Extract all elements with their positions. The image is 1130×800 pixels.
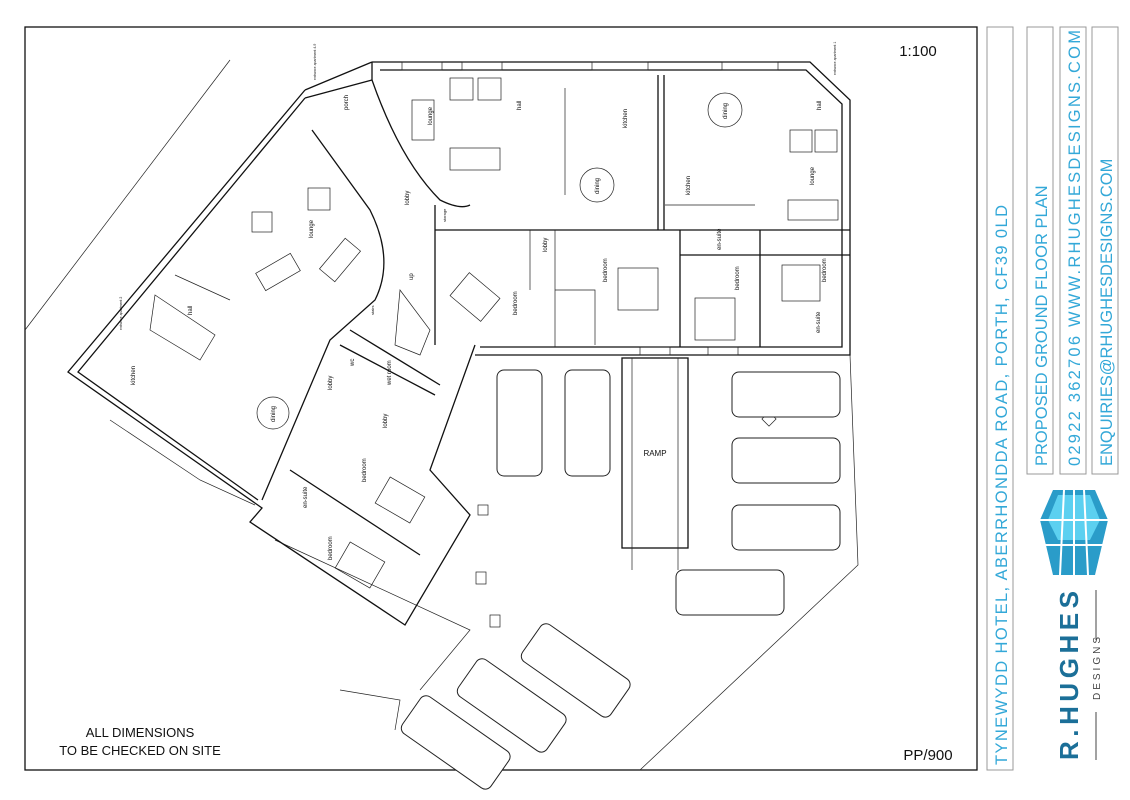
svg-text:storage: storage <box>442 208 447 222</box>
svg-text:bedroom: bedroom <box>603 258 609 282</box>
ramp-label: RAMP <box>643 449 666 458</box>
svg-text:en-suite: en-suite <box>816 311 822 333</box>
svg-text:entrance apartment 4-9: entrance apartment 4-9 <box>313 44 317 80</box>
svg-text:hall: hall <box>188 306 194 315</box>
svg-text:bedroom: bedroom <box>328 536 334 560</box>
svg-text:lobby: lobby <box>328 376 334 390</box>
svg-text:bedroom: bedroom <box>362 458 368 482</box>
svg-text:entrance apartment 1: entrance apartment 1 <box>833 42 837 75</box>
svg-text:dining: dining <box>595 178 601 194</box>
svg-text:stairs: stairs <box>370 305 375 315</box>
svg-text:lobby: lobby <box>543 238 549 252</box>
svg-text:wc: wc <box>350 359 356 367</box>
car <box>564 369 611 477</box>
ramp <box>621 357 689 549</box>
svg-text:lobby: lobby <box>405 191 411 205</box>
drawing-number: PP/900 <box>903 747 952 764</box>
svg-text:entrance apartment 2: entrance apartment 2 <box>119 297 123 330</box>
scale-label: 1:100 <box>899 43 937 60</box>
sheet-title: PROPOSED GROUND FLOOR PLAN <box>1033 185 1051 466</box>
car <box>520 623 631 718</box>
svg-text:en-suite: en-suite <box>717 228 723 250</box>
site-boundary-east <box>639 354 859 771</box>
svg-text:kitchen: kitchen <box>623 109 629 128</box>
svg-text:up: up <box>409 273 415 280</box>
svg-text:lounge: lounge <box>309 219 315 238</box>
svg-text:bedroom: bedroom <box>735 266 741 290</box>
parking-cars <box>400 369 841 790</box>
contact-phone-web: 02922 362706 WWW.RHUGHESDESIGNS.COM <box>1066 30 1084 466</box>
svg-text:lobby: lobby <box>383 414 389 428</box>
logo-subtitle: DESIGNS <box>1092 634 1103 700</box>
contact-email: ENQUIRIES@RHUGHESDESIGNS.COM <box>1098 159 1116 466</box>
svg-text:bedroom: bedroom <box>513 291 519 315</box>
svg-text:lounge: lounge <box>428 106 434 125</box>
apartment-block-west <box>67 61 501 628</box>
svg-text:lounge: lounge <box>810 166 816 185</box>
svg-text:bedroom: bedroom <box>822 258 828 282</box>
company-logo: R.HUGHES DESIGNS <box>1040 489 1108 760</box>
title-block: TYNEWYDD HOTEL, ABERRHONDDA ROAD, PORTH,… <box>986 26 1119 771</box>
svg-text:kitchen: kitchen <box>686 176 692 195</box>
site-boundary <box>24 59 231 331</box>
car <box>456 658 567 753</box>
svg-text:wet room: wet room <box>387 360 393 386</box>
car <box>400 695 511 790</box>
car <box>731 371 841 418</box>
car <box>675 569 785 616</box>
car <box>731 437 841 484</box>
room-labels: lounge hall kitchen dining kitchen dinin… <box>119 42 837 560</box>
svg-text:kitchen: kitchen <box>131 366 137 385</box>
logo-wordmark: R.HUGHES <box>1054 590 1084 760</box>
svg-text:dining: dining <box>723 103 729 119</box>
site-note-line2: TO BE CHECKED ON SITE <box>59 743 221 758</box>
svg-text:hall: hall <box>517 101 523 110</box>
project-address: TYNEWYDD HOTEL, ABERRHONDDA ROAD, PORTH,… <box>993 205 1011 765</box>
apartment-block-east <box>371 61 851 356</box>
svg-text:dining: dining <box>271 406 277 422</box>
car <box>731 504 841 551</box>
svg-text:hall: hall <box>817 101 823 110</box>
site-note-line1: ALL DIMENSIONS <box>86 725 195 740</box>
svg-text:en-suite: en-suite <box>303 486 309 508</box>
svg-text:porch: porch <box>344 95 350 110</box>
car <box>496 369 543 477</box>
